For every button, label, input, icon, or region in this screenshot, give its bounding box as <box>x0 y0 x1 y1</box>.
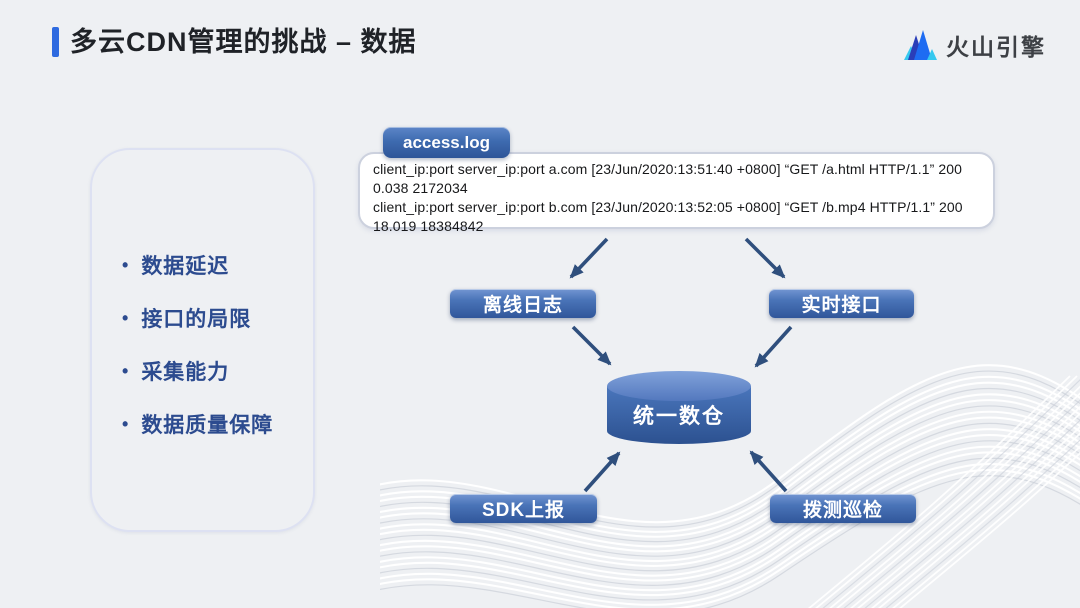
node-offline-logs: 离线日志 <box>450 289 596 318</box>
challenge-label: 接口的局限 <box>141 308 252 331</box>
challenges-list: • 数据延迟 • 接口的局限 • 采集能力 • 数据质量保障 <box>122 250 273 439</box>
bullet-icon: • <box>122 308 129 328</box>
access-log-box: client_ip:port server_ip:port a.com [23/… <box>358 152 995 234</box>
challenge-label: 采集能力 <box>141 361 230 384</box>
node-realtime-api: 实时接口 <box>769 289 914 318</box>
volcano-mountains-icon <box>904 29 937 60</box>
brand-name: 火山引擎 <box>946 34 1046 60</box>
access-log-label: access.log <box>383 127 510 158</box>
node-probe-patrol: 拨测巡检 <box>770 494 916 523</box>
node-sdk-report: SDK上报 <box>450 494 597 523</box>
challenge-label: 数据延迟 <box>141 255 230 278</box>
page-title: 多云CDN管理的挑战 – 数据 <box>70 27 417 57</box>
title-accent-bar <box>52 27 59 57</box>
list-item: • 数据延迟 <box>122 250 273 280</box>
bullet-icon: • <box>122 414 129 434</box>
arrow-log-to-realtime <box>744 237 786 279</box>
node-data-warehouse: 统一数仓 <box>605 370 753 448</box>
database-cylinder-icon <box>607 371 751 444</box>
brand-logo: 火山引擎 <box>903 28 1046 62</box>
list-item: • 接口的局限 <box>122 303 273 333</box>
warehouse-label: 统一数仓 <box>633 405 725 428</box>
arrow-log-to-offline <box>569 237 609 279</box>
log-entry: client_ip:port server_ip:port b.com [23/… <box>373 199 963 234</box>
challenges-panel: • 数据延迟 • 接口的局限 • 采集能力 • 数据质量保障 <box>90 148 315 532</box>
bullet-icon: • <box>122 361 129 381</box>
log-entry: client_ip:port server_ip:port a.com [23/… <box>373 161 962 196</box>
challenge-label: 数据质量保障 <box>141 414 274 437</box>
list-item: • 采集能力 <box>122 356 273 386</box>
bullet-icon: • <box>122 255 129 275</box>
list-item: • 数据质量保障 <box>122 409 273 439</box>
